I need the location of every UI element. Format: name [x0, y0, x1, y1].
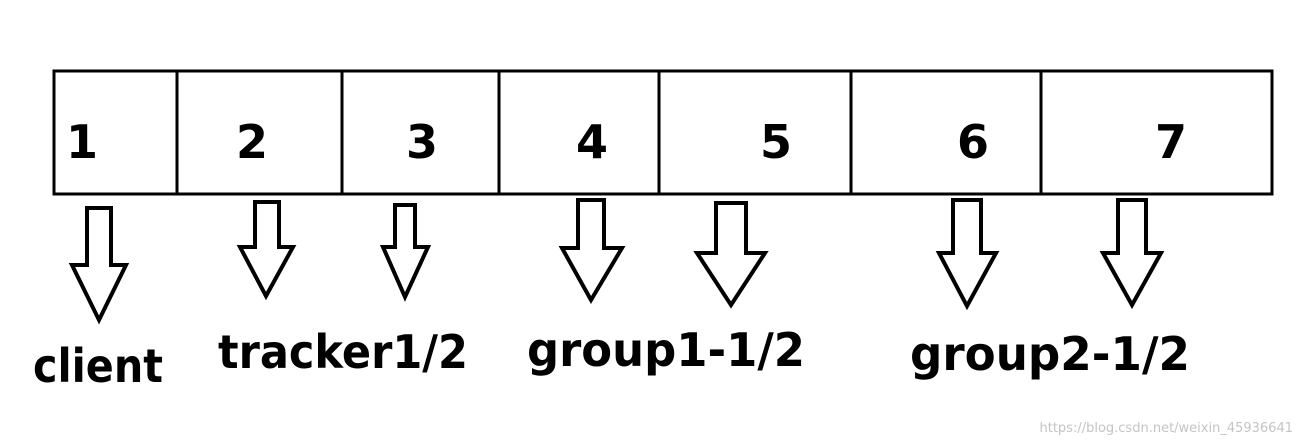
down-arrow-icon: [693, 201, 769, 309]
cell-number-6: 6: [957, 115, 989, 169]
label-group1: group1-1/2: [527, 323, 805, 377]
down-arrow-icon: [379, 203, 432, 302]
cell-number-5: 5: [760, 115, 792, 169]
down-arrow-icon: [68, 206, 130, 325]
cell-number-2: 2: [236, 115, 268, 169]
down-arrow-icon: [558, 198, 626, 305]
label-group2: group2-1/2: [910, 327, 1190, 381]
cell-number-7: 7: [1155, 115, 1187, 169]
label-tracker: tracker1/2: [218, 325, 468, 379]
label-client: client: [33, 339, 163, 393]
watermark-text: https://blog.csdn.net/weixin_45936641: [1039, 421, 1293, 436]
down-arrow-icon: [1099, 198, 1165, 310]
down-arrow-icon: [935, 198, 1000, 311]
cell-number-3: 3: [406, 115, 438, 169]
cell-number-4: 4: [576, 115, 608, 169]
down-arrow-icon: [236, 200, 297, 301]
cell-row-box: [52, 69, 1274, 196]
cell-number-1: 1: [66, 115, 98, 169]
